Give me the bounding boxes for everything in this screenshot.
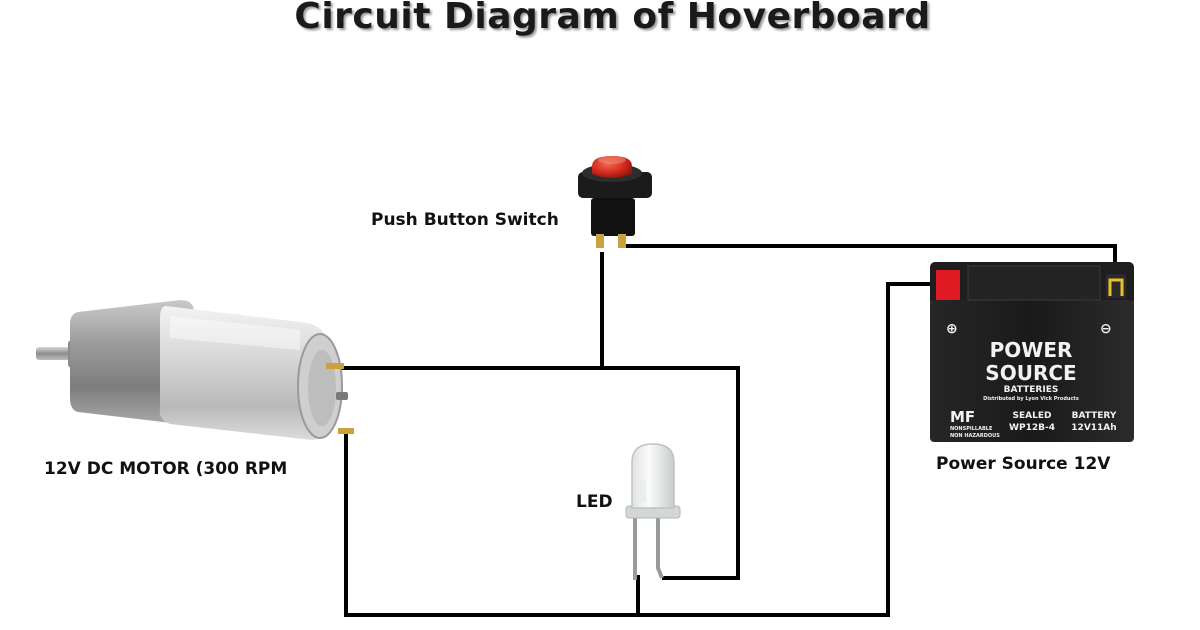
battery-sealed: SEALED [1013, 411, 1052, 421]
battery-nonhazardous: NON HAZARDOUS [950, 433, 1000, 439]
push-button-switch [578, 156, 652, 248]
wire-motor-top-loop [336, 366, 740, 580]
motor-terminal-top [326, 363, 344, 369]
motor-can-icon [159, 306, 334, 440]
motor-label: 12V DC MOTOR (300 RPM [44, 459, 288, 479]
battery: ⊕ ⊖ POWER SOURCE BATTERIES Distributed b… [930, 262, 1134, 442]
page-title: Circuit Diagram of Hoverboard [294, 0, 931, 37]
led-label: LED [576, 492, 613, 512]
battery-brand-line2: SOURCE [985, 361, 1076, 385]
battery-brand-line3: BATTERIES [1004, 385, 1059, 395]
led-bulb-icon [631, 443, 675, 509]
push-button-label: Push Button Switch [371, 210, 559, 230]
led [625, 443, 681, 580]
dc-motor [36, 300, 354, 440]
battery-mf: MF [950, 408, 975, 426]
battery-model: WP12B-4 [1009, 423, 1055, 433]
battery-brand-line1: POWER [990, 338, 1073, 362]
battery-minus-symbol: ⊖ [1100, 321, 1112, 337]
battery-distributor: Distributed by Lyon Vick Products [983, 396, 1079, 402]
positive-terminal-icon [936, 270, 960, 300]
power-source-label: Power Source 12V [936, 454, 1111, 474]
battery-nonspillable: NONSPILLABLE [950, 426, 993, 432]
battery-plus-symbol: ⊕ [946, 321, 958, 337]
motor-terminal-bottom [338, 428, 354, 434]
battery-rating: 12V11Ah [1071, 423, 1116, 433]
wire-motor-bottom-loop [344, 282, 935, 617]
negative-terminal-icon [1108, 278, 1124, 296]
battery-word: BATTERY [1072, 411, 1117, 421]
